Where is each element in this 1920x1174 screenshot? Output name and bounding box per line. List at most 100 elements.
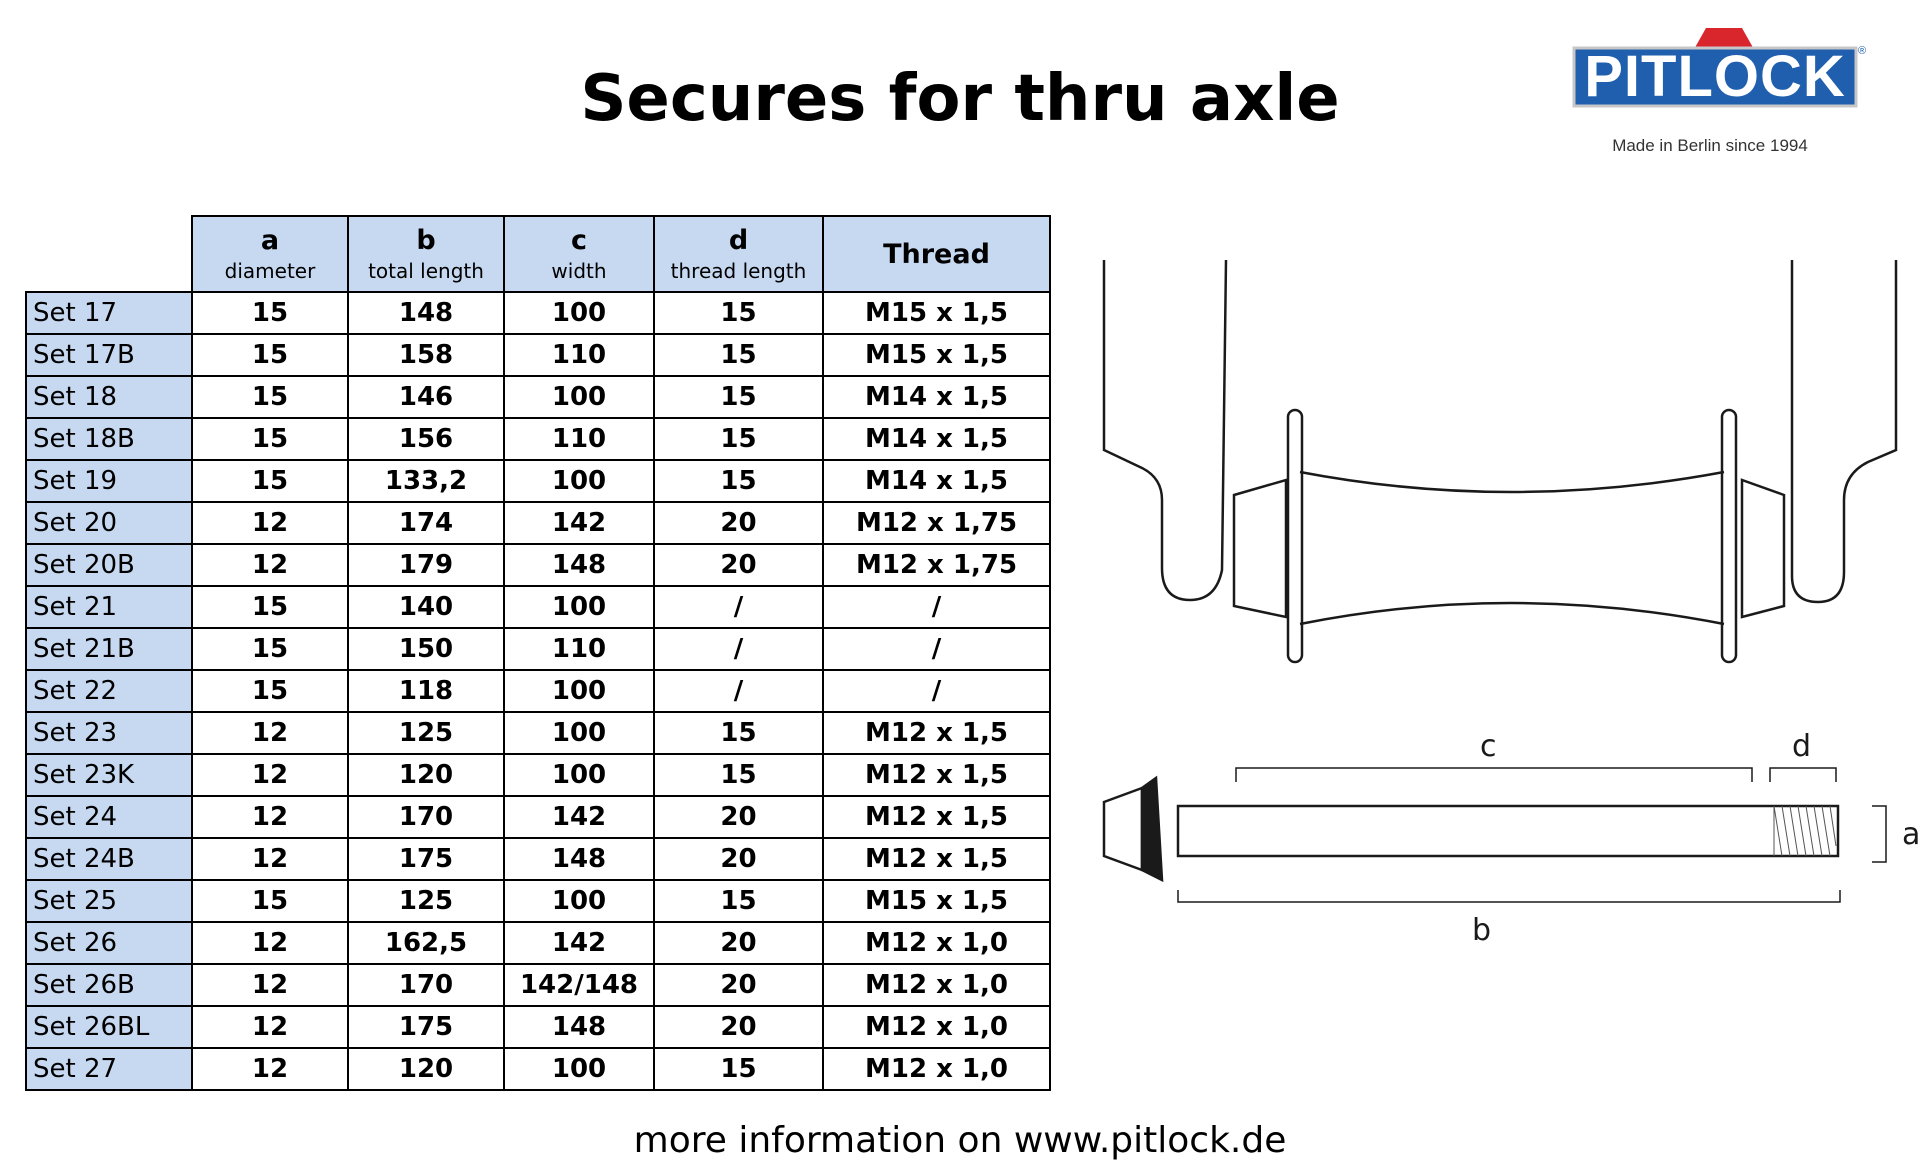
table-cell: 15 — [653, 291, 824, 335]
table-cell: / — [653, 669, 824, 713]
set-name-cell: Set 26B — [25, 963, 193, 1007]
set-name-cell: Set 20 — [25, 501, 193, 545]
header-letter: a — [260, 225, 280, 256]
dimension-a-bracket — [1872, 805, 1887, 863]
hub-body-right — [1740, 478, 1786, 619]
table-cell: M14 x 1,5 — [822, 459, 1051, 503]
table-cell: 146 — [347, 375, 505, 419]
set-name-cell: Set 25 — [25, 879, 193, 923]
hub-flange-right — [1720, 408, 1738, 664]
set-name-cell: Set 26 — [25, 921, 193, 965]
table-cell: M12 x 1,75 — [822, 543, 1051, 587]
logo-registered-mark: ® — [1858, 45, 1866, 57]
table-cell: 15 — [653, 1047, 824, 1091]
dimension-d-bracket — [1769, 767, 1837, 782]
table-cell: 125 — [347, 711, 505, 755]
dimension-a-label: a — [1902, 817, 1920, 852]
axle-thread-hatch — [1773, 805, 1837, 857]
table-cell: 170 — [347, 963, 505, 1007]
table-cell: 175 — [347, 837, 505, 881]
table-cell: 148 — [503, 543, 655, 587]
table-cell: M12 x 1,5 — [822, 711, 1051, 755]
table-cell: 20 — [653, 1005, 824, 1049]
header-a: a diameter — [191, 215, 349, 293]
header-sub: total length — [368, 259, 484, 283]
table-cell: 142/148 — [503, 963, 655, 1007]
dimension-c-bracket — [1235, 767, 1753, 782]
table-cell: M15 x 1,5 — [822, 879, 1051, 923]
table-cell: 175 — [347, 1005, 505, 1049]
table-cell: 20 — [653, 963, 824, 1007]
table-cell: 15 — [191, 291, 349, 335]
table-cell: 120 — [347, 1047, 505, 1091]
dimension-d-label: d — [1792, 729, 1811, 764]
header-sub: width — [551, 259, 607, 283]
table-cell: / — [653, 585, 824, 629]
specs-header-row: a diameter b total length c width d thre… — [26, 215, 1051, 293]
table-cell: 12 — [191, 795, 349, 839]
specs-table: a diameter b total length c width d thre… — [25, 215, 1051, 1091]
table-cell: 100 — [503, 291, 655, 335]
table-cell: 100 — [503, 375, 655, 419]
hub-flange-left — [1286, 408, 1304, 664]
table-cell: 12 — [191, 543, 349, 587]
table-cell: 170 — [347, 795, 505, 839]
table-cell: 118 — [347, 669, 505, 713]
set-name-cell: Set 23K — [25, 753, 193, 797]
header-letter: c — [570, 225, 587, 256]
table-cell: 110 — [503, 417, 655, 461]
fork-left — [1102, 259, 1228, 602]
set-name-cell: Set 23 — [25, 711, 193, 755]
table-cell: 100 — [503, 585, 655, 629]
table-cell: M12 x 1,0 — [822, 1047, 1051, 1091]
table-cell: M12 x 1,5 — [822, 837, 1051, 881]
table-cell: 15 — [653, 417, 824, 461]
header-b: b total length — [347, 215, 505, 293]
header-d: d thread length — [653, 215, 824, 293]
table-cell: 100 — [503, 879, 655, 923]
header-letter: b — [416, 225, 436, 256]
axle-head-cap — [1140, 775, 1164, 883]
table-cell: 142 — [503, 921, 655, 965]
table-cell: 125 — [347, 879, 505, 923]
table-cell: / — [653, 627, 824, 671]
table-cell: 156 — [347, 417, 505, 461]
table-cell: 100 — [503, 753, 655, 797]
table-cell: 150 — [347, 627, 505, 671]
table-cell: 12 — [191, 963, 349, 1007]
footer-info: more information on www.pitlock.de — [633, 1120, 1287, 1161]
set-name-cell: Set 17B — [25, 333, 193, 377]
set-name-cell: Set 17 — [25, 291, 193, 335]
set-name-cell: Set 18 — [25, 375, 193, 419]
table-cell: 12 — [191, 1005, 349, 1049]
table-cell: M12 x 1,0 — [822, 921, 1051, 965]
table-cell: 20 — [653, 921, 824, 965]
table-cell: 142 — [503, 795, 655, 839]
set-name-cell: Set 24 — [25, 795, 193, 839]
thru-axle-diagram: c d b a — [1102, 259, 1920, 948]
axle-head — [1102, 786, 1144, 872]
logo-ribbon — [1572, 46, 1858, 108]
table-cell: 133,2 — [347, 459, 505, 503]
table-cell: / — [822, 627, 1051, 671]
header-c: c width — [503, 215, 655, 293]
hub-barrel — [1299, 470, 1725, 626]
table-cell: 148 — [347, 291, 505, 335]
set-name-cell: Set 21 — [25, 585, 193, 629]
set-name-cell: Set 21B — [25, 627, 193, 671]
table-cell: 12 — [191, 711, 349, 755]
set-name-cell: Set 27 — [25, 1047, 193, 1091]
